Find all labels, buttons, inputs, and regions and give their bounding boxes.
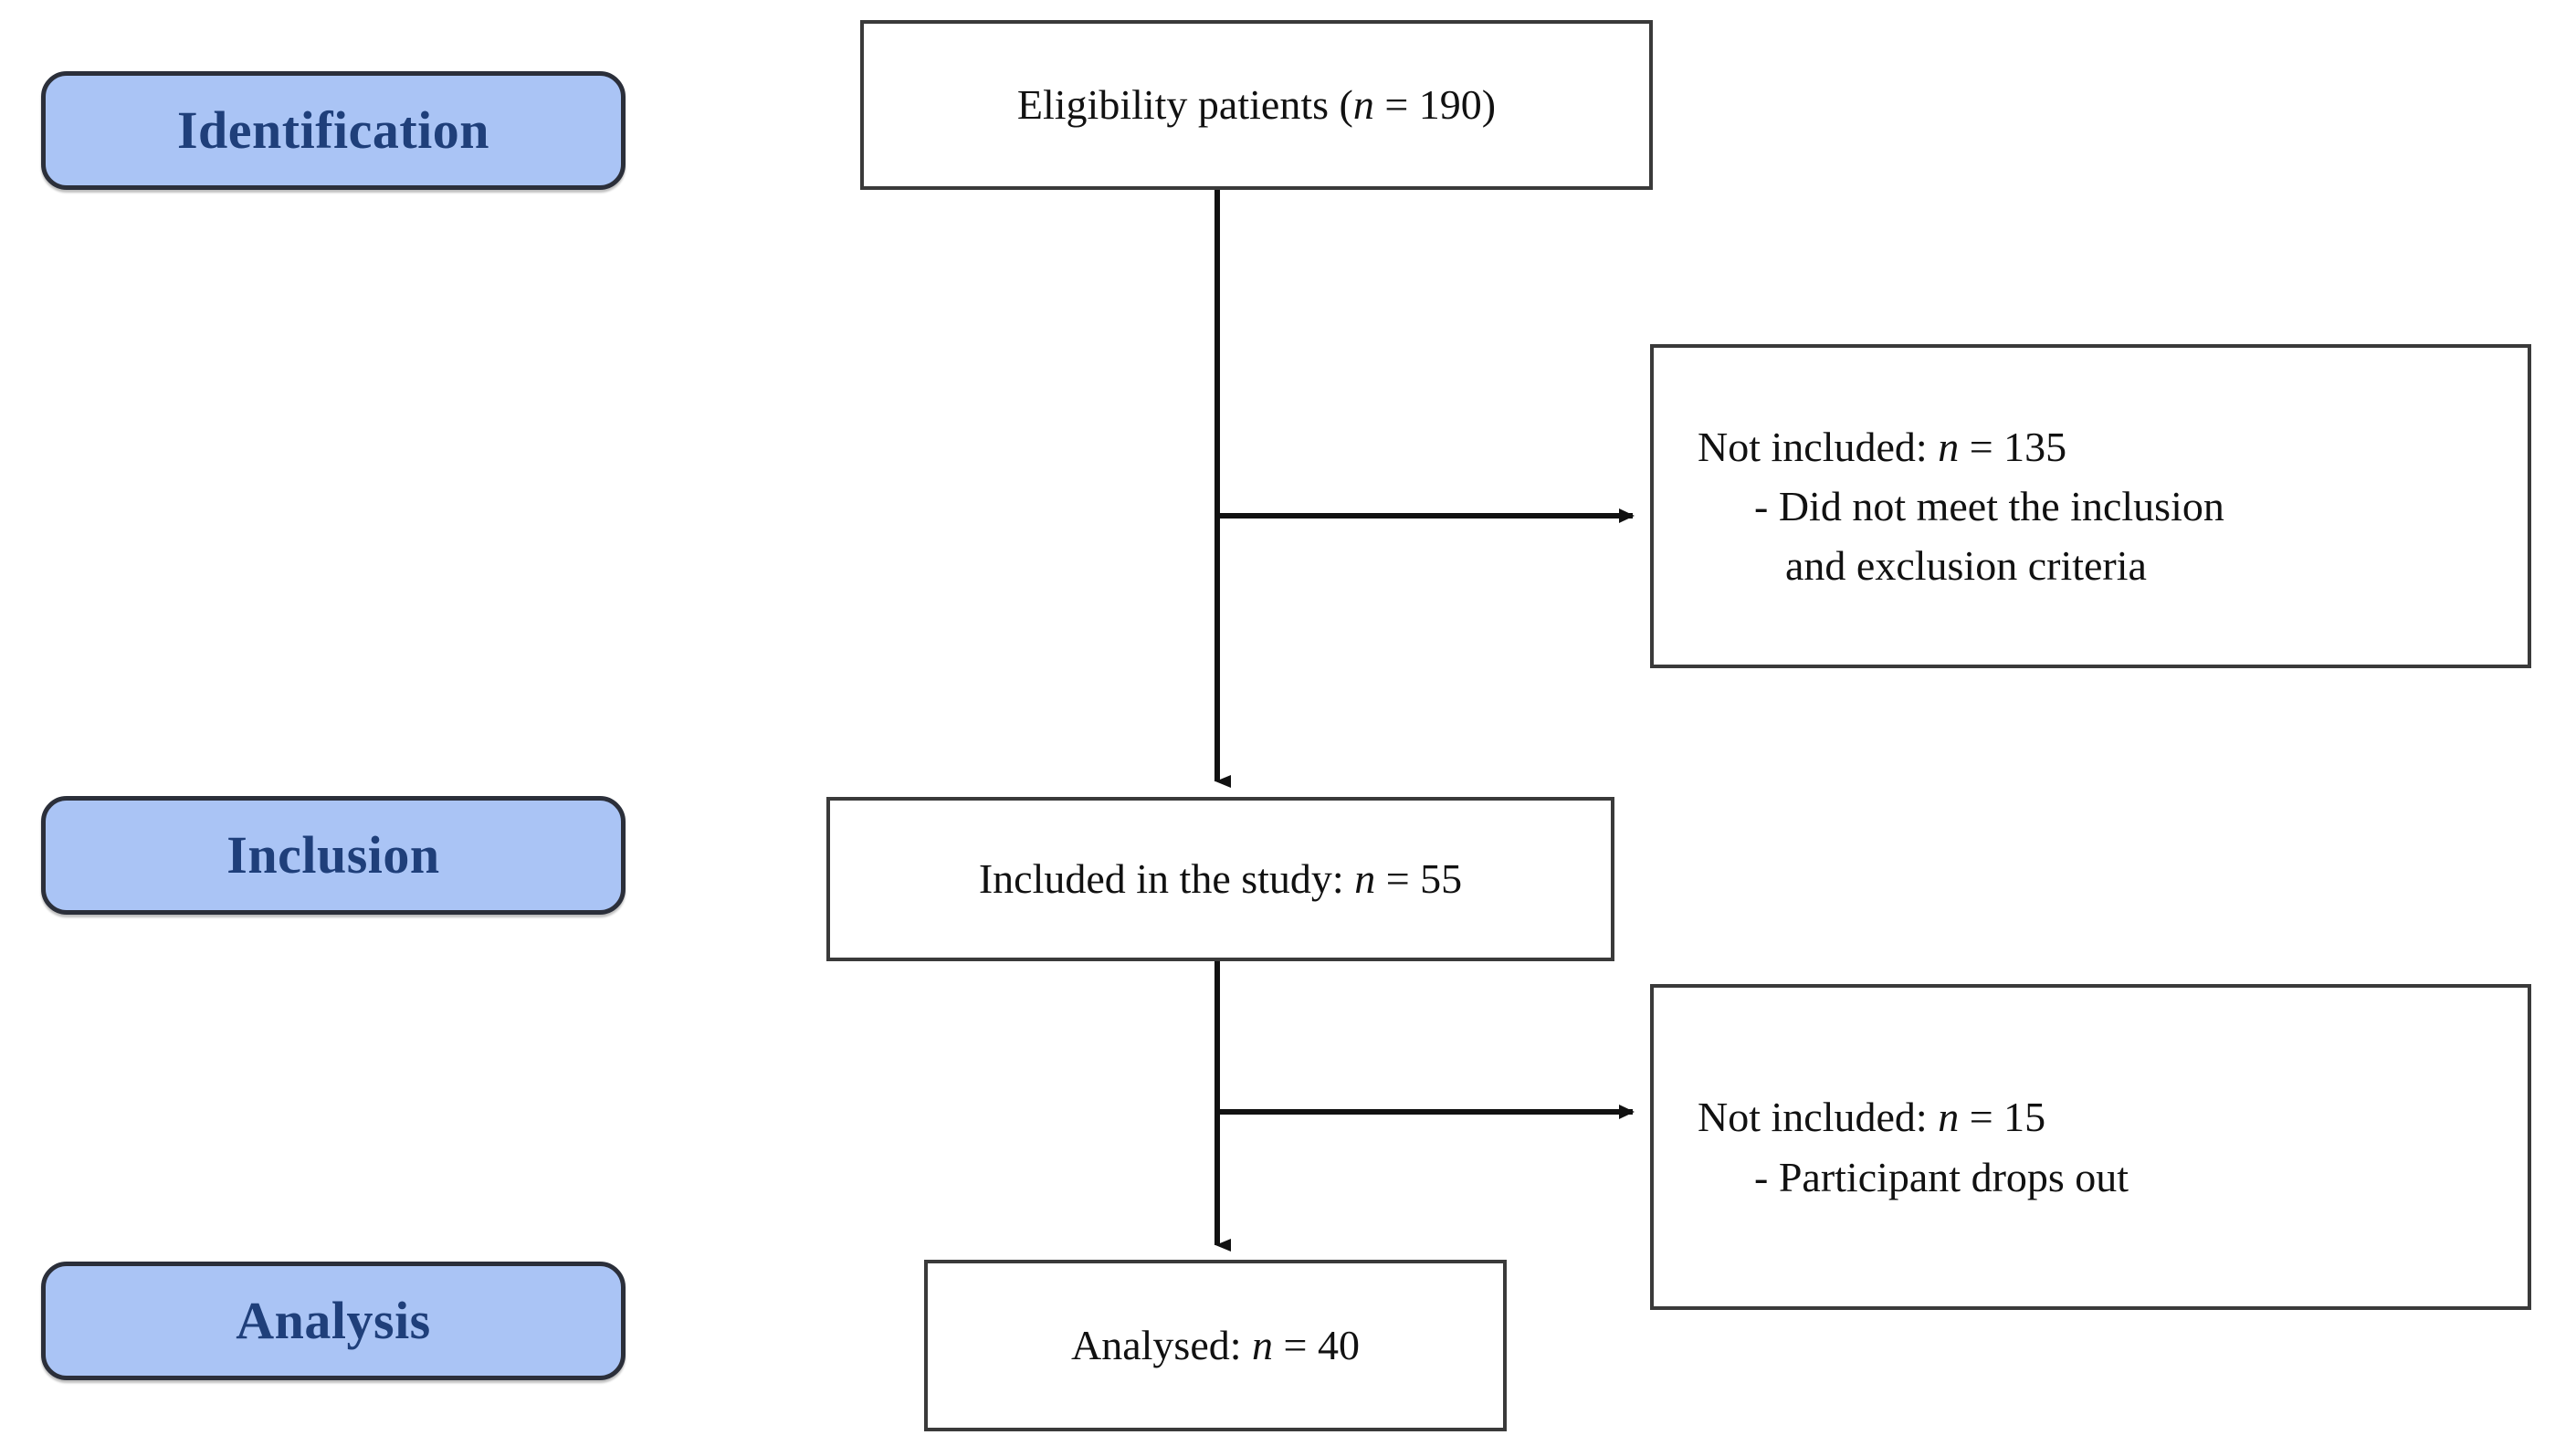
node-included-in-study-text: Included in the study: n = 55 [979,849,1462,908]
not-included-1-line3: and exclusion criteria [1785,542,2147,590]
not-included-1-prefix: Not included: [1698,423,1939,470]
stage-label-identification-text: Identification [176,100,490,160]
node-eligibility-patients-text: Eligibility patients (n = 190) [1017,75,1496,134]
node-included-in-study: Included in the study: n = 55 [826,797,1614,961]
not-included-2-suffix: = 15 [1959,1094,2046,1141]
node-analysed-text: Analysed: n = 40 [1071,1315,1360,1375]
node-not-included-screening: Not included: n = 135 - Did not meet the… [1650,344,2531,668]
node-not-included-dropout: Not included: n = 15 - Participant drops… [1650,984,2531,1310]
stage-label-analysis: Analysis [41,1262,626,1380]
included-suffix: = 55 [1375,855,1463,903]
eligibility-n-symbol: n [1352,81,1374,129]
stage-label-analysis-text: Analysis [236,1291,431,1350]
included-prefix: Included in the study: [978,855,1355,903]
node-analysed: Analysed: n = 40 [924,1260,1507,1431]
not-included-1-suffix: = 135 [1959,423,2067,470]
stage-label-inclusion: Inclusion [41,796,626,915]
not-included-1-line1: Not included: n = 135 [1698,417,2066,477]
not-included-1-n-symbol: n [1938,423,1960,470]
not-included-2-line1: Not included: n = 15 [1698,1087,2045,1147]
not-included-2-line2: - Participant drops out [1754,1153,2129,1200]
analysed-n-symbol: n [1252,1322,1274,1369]
eligibility-prefix: Eligibility patients ( [1016,81,1353,129]
stage-label-inclusion-text: Inclusion [226,825,440,885]
not-included-1-line2: - Did not meet the inclusion [1754,482,2224,529]
eligibility-suffix: = 190) [1373,81,1497,129]
stage-label-identification: Identification [41,71,626,190]
included-n-symbol: n [1354,855,1376,903]
not-included-2-prefix: Not included: [1698,1094,1939,1141]
not-included-2-n-symbol: n [1938,1094,1960,1141]
node-eligibility-patients: Eligibility patients (n = 190) [860,20,1653,190]
analysed-suffix: = 40 [1273,1322,1360,1369]
analysed-prefix: Analysed: [1071,1322,1253,1369]
